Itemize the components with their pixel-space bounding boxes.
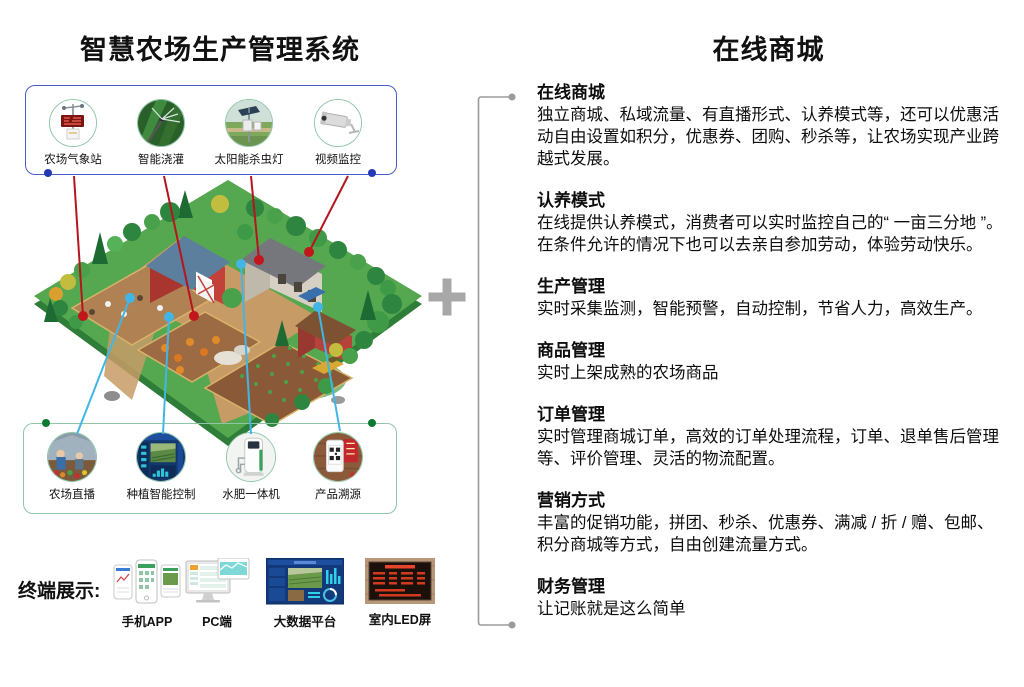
section-heading: 财务管理: [537, 577, 605, 596]
device-label: 农场气象站: [44, 154, 102, 166]
section-heading: 认养模式: [537, 191, 605, 210]
device-cctv: 视频监控: [293, 99, 383, 167]
section-body: 丰富的促销功能，拼团、秒杀、优惠券、满减 / 折 / 赠、包邮、积分商城等方式，…: [537, 514, 994, 554]
device-traceability: 产品溯源: [293, 432, 383, 502]
planting-control-icon: [136, 432, 186, 482]
traceability-icon: [313, 432, 363, 482]
sensor-device-group: 农场气象站 智能浇灌: [25, 85, 397, 175]
section-heading: 商品管理: [537, 341, 605, 360]
device-irrigation: 智能浇灌: [116, 99, 206, 167]
terminals-heading: 终端展示:: [18, 581, 101, 602]
cctv-icon: [314, 99, 362, 147]
device-label: 太阳能杀虫灯: [214, 154, 284, 166]
weather-station-icon: [49, 99, 97, 147]
terminal-bigdata: 大数据平台: [265, 558, 345, 630]
bracket-dots: [508, 93, 516, 629]
section-heading: 订单管理: [537, 405, 605, 424]
indoor-led-icon: [365, 558, 435, 604]
section-order-mgmt: 订单管理 实时管理商城订单，高效的订单处理流程，订单、退单售后管理等、评价管理、…: [537, 404, 1007, 470]
section-adoption-mode: 认养模式 在线提供认养模式，消费者可以实时监控自己的“ 一亩三分地 ”。在条件允…: [537, 190, 1007, 256]
terminal-caption: PC端: [202, 615, 232, 629]
pc-icon: [185, 558, 250, 603]
right-panel-title: 在线商城: [712, 35, 825, 65]
bigdata-platform-icon: [266, 558, 344, 605]
left-panel-title: 智慧农场生产管理系统: [80, 35, 360, 65]
device-label: 水肥一体机: [222, 489, 280, 501]
device-label: 智能浇灌: [138, 154, 184, 166]
section-finance-mgmt: 财务管理 让记账就是这么简单: [537, 576, 1007, 620]
section-heading: 营销方式: [537, 491, 605, 510]
device-fertigation: 水肥一体机: [206, 432, 296, 502]
terminal-mobile-app: 手机APP: [110, 558, 184, 630]
feature-sections: 在线商城 独立商城、私域流量、有直播形式、认养模式等，还可以优惠活动自由设置如积…: [537, 82, 1007, 640]
device-live-stream: 农场直播: [27, 432, 117, 502]
section-heading: 在线商城: [537, 83, 605, 102]
section-body: 在线提供认养模式，消费者可以实时监控自己的“ 一亩三分地 ”。在条件允许的情况下…: [537, 214, 1003, 254]
device-planting-control: 种植智能控制: [116, 432, 206, 502]
device-label: 视频监控: [315, 154, 361, 166]
section-production-mgmt: 生产管理 实时采集监测，智能预警，自动控制，节省人力，高效生产。: [537, 276, 1007, 320]
solar-lamp-icon: [225, 99, 273, 147]
irrigation-icon: [137, 99, 185, 147]
device-label: 农场直播: [49, 489, 95, 501]
terminal-device-group: 农场直播 种植智能控制: [23, 423, 397, 514]
section-body: 实时管理商城订单，高效的订单处理流程，订单、退单售后管理等、评价管理、灵活的物流…: [537, 428, 999, 468]
device-label: 种植智能控制: [126, 489, 196, 501]
section-body: 独立商城、私域流量、有直播形式、认养模式等，还可以优惠活动自由设置如积分，优惠券…: [537, 106, 999, 168]
section-body: 实时上架成熟的农场商品: [537, 364, 719, 382]
terminal-led: 室内LED屏: [364, 558, 436, 628]
terminal-caption: 大数据平台: [273, 615, 337, 629]
section-online-mall: 在线商城 独立商城、私域流量、有直播形式、认养模式等，还可以优惠活动自由设置如积…: [537, 82, 1007, 170]
plus-icon: [428, 278, 466, 316]
section-marketing: 营销方式 丰富的促销功能，拼团、秒杀、优惠券、满减 / 折 / 赠、包邮、积分商…: [537, 490, 1007, 556]
device-label: 产品溯源: [315, 489, 361, 501]
farm-illustration: [34, 180, 422, 446]
section-body: 实时采集监测，智能预警，自动控制，节省人力，高效生产。: [537, 300, 983, 318]
device-solar-lamp: 太阳能杀虫灯: [204, 99, 294, 167]
section-product-mgmt: 商品管理 实时上架成熟的农场商品: [537, 340, 1007, 384]
section-body: 让记账就是这么简单: [537, 600, 686, 618]
terminal-caption: 室内LED屏: [368, 613, 432, 627]
section-heading: 生产管理: [537, 277, 605, 296]
fertigation-machine-icon: [226, 432, 276, 482]
device-weather-station: 农场气象站: [28, 99, 118, 167]
live-stream-icon: [47, 432, 97, 482]
terminal-pc: PC端: [183, 558, 251, 630]
bracket-line: [477, 96, 509, 626]
terminal-caption: 手机APP: [121, 615, 173, 629]
mobile-app-icon: [113, 559, 181, 604]
